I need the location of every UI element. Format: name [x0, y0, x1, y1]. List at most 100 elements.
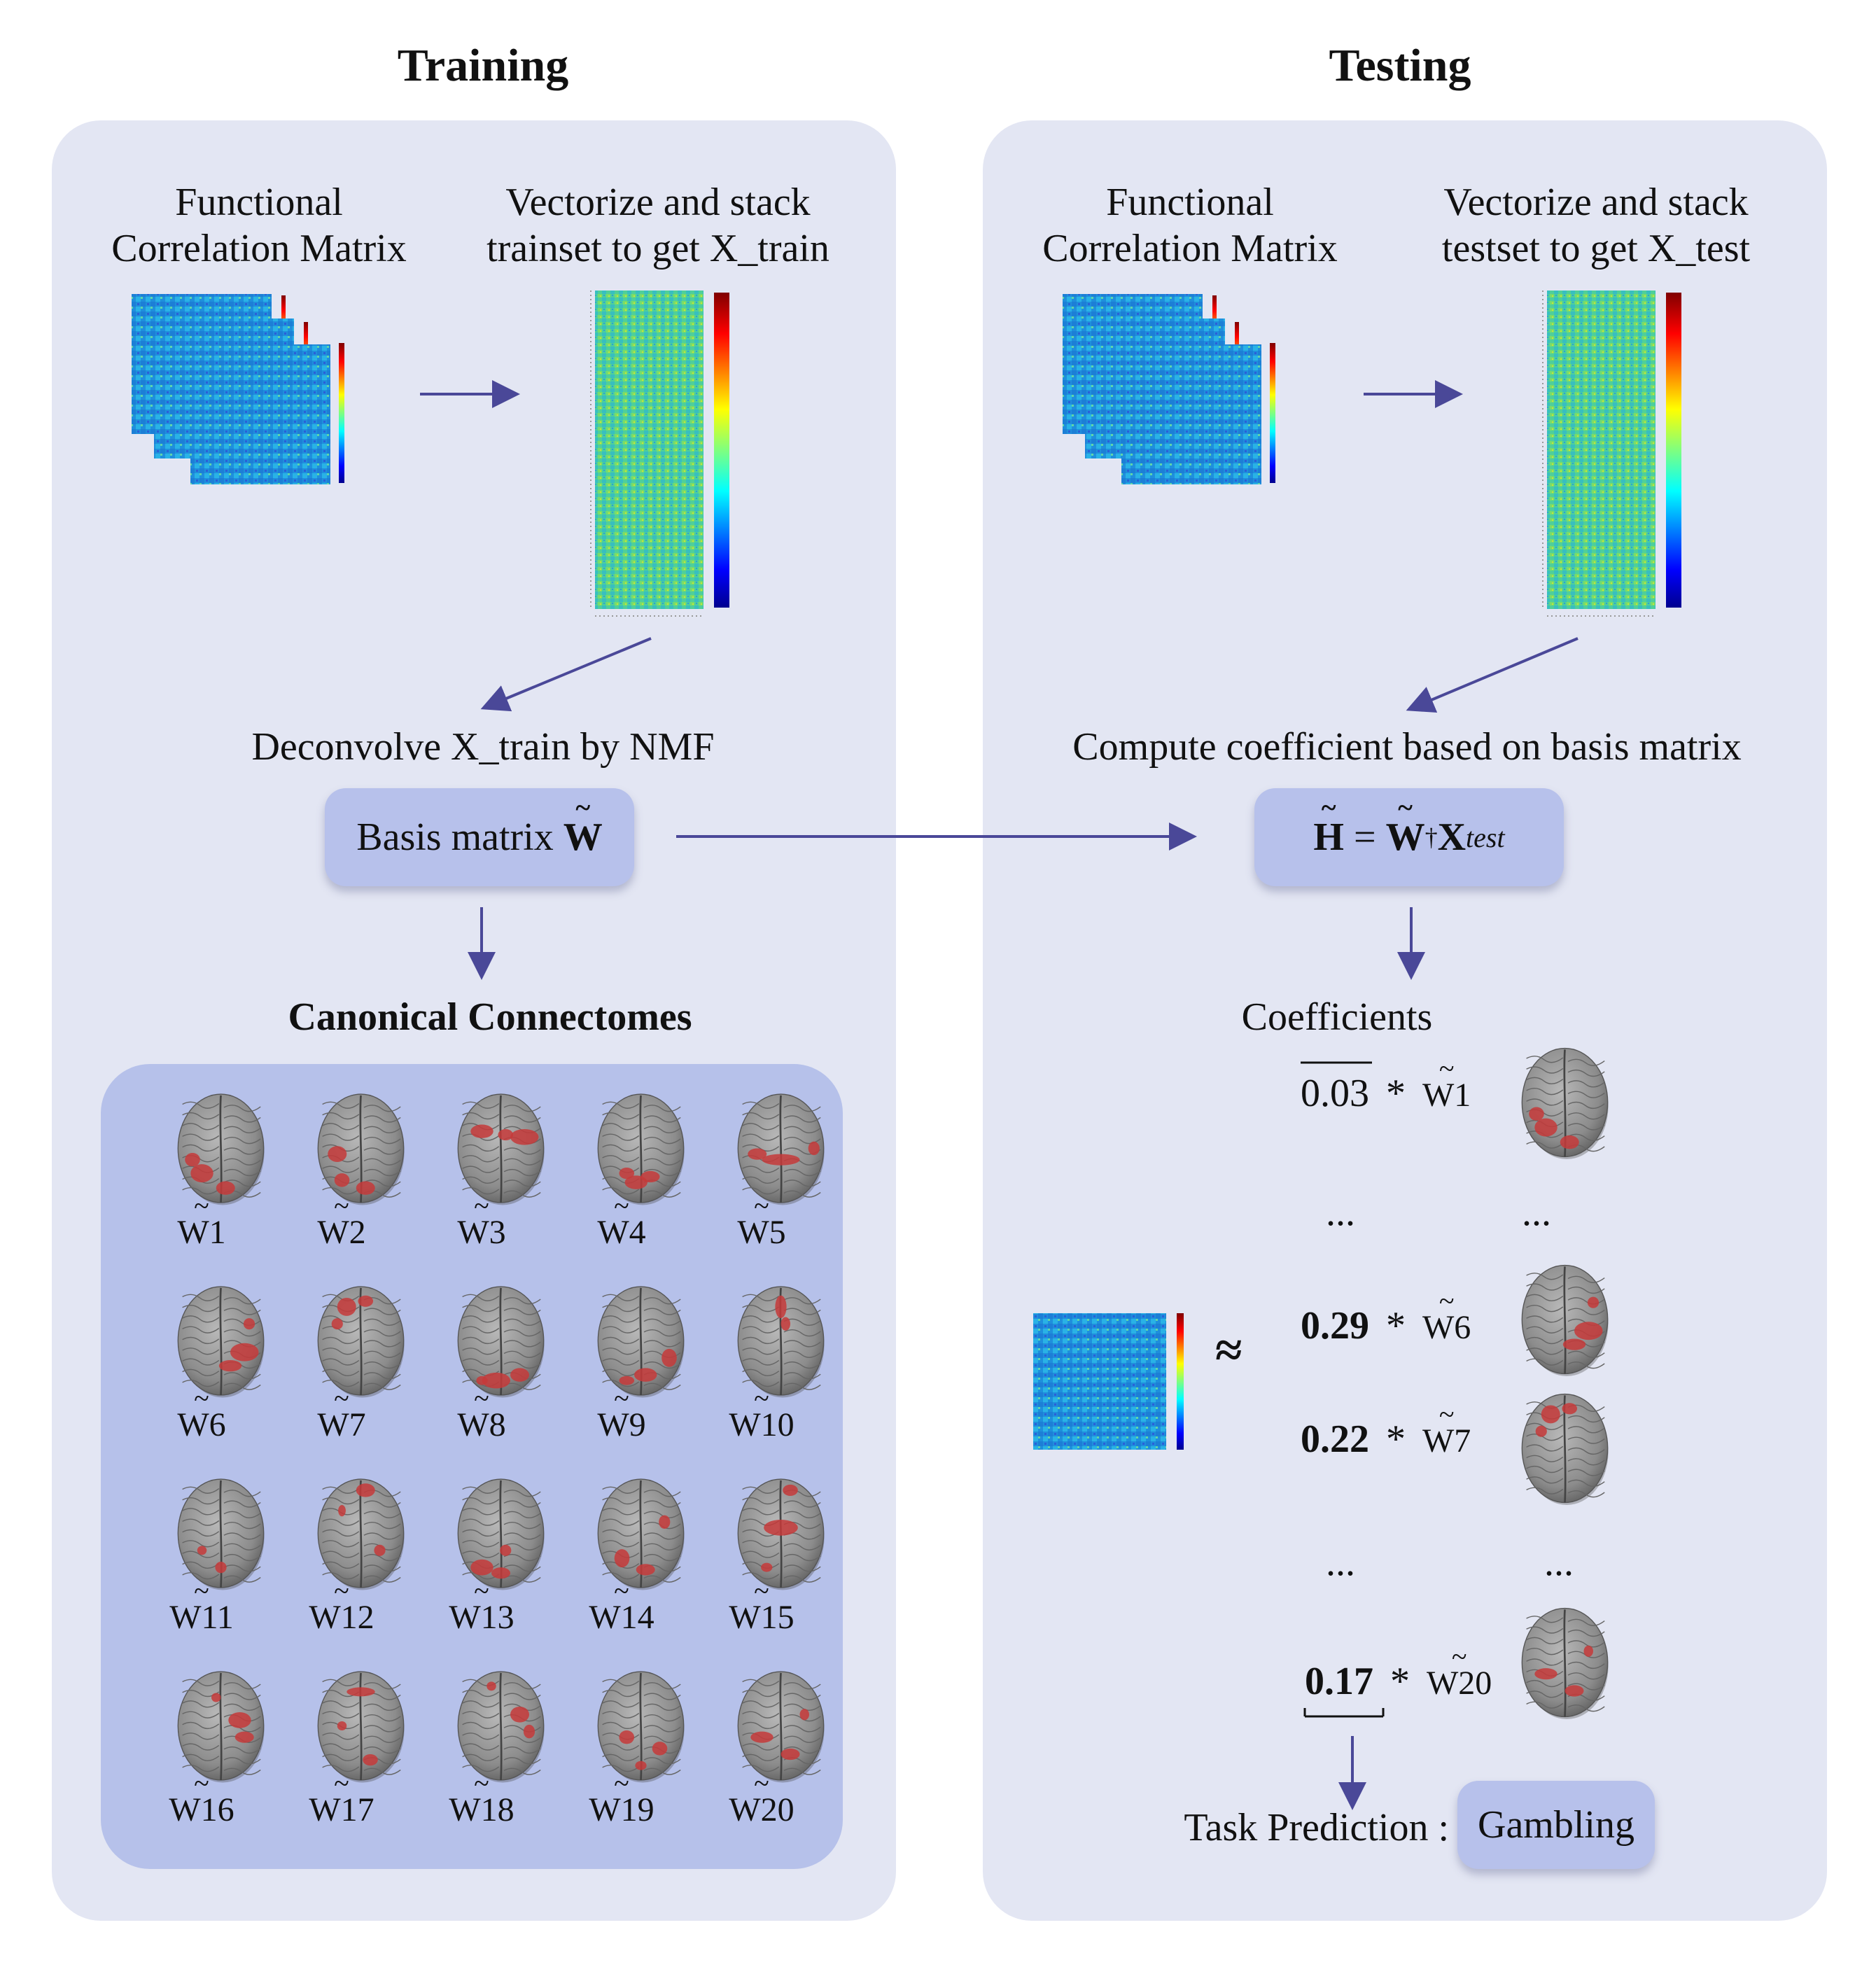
test-vec-label-line1: Vectorize and stack	[1443, 181, 1749, 224]
coefficients-label: Coefficients	[1241, 995, 1433, 1039]
coef-op: *	[1390, 1660, 1410, 1703]
formula-H: H	[1313, 815, 1344, 860]
canonical-connectome-7: W7	[272, 1283, 412, 1465]
canonical-connectome-label: W18	[412, 1791, 552, 1829]
arrow-train-vec-to-nmf	[480, 637, 652, 712]
canonical-connectome-label: W7	[272, 1406, 412, 1444]
train-vectorized-matrix	[590, 290, 729, 617]
canonical-connectome-label: W13	[412, 1598, 552, 1637]
canonical-connectome-label: W5	[692, 1213, 832, 1252]
formula-eq: =	[1343, 816, 1386, 859]
coef-value: 0.03	[1301, 1072, 1369, 1115]
train-fcm-stack	[132, 294, 344, 484]
canonical-connectome-18: W18	[412, 1668, 552, 1850]
train-fcm-label-line2: Correlation Matrix	[111, 227, 407, 270]
test-fcm-label-line2: Correlation Matrix	[1042, 227, 1338, 270]
canonical-connectome-label: W17	[272, 1791, 412, 1829]
approx-symbol: ≈	[1215, 1324, 1242, 1378]
formula-pill: H = W † X test	[1254, 788, 1564, 886]
canonical-connectome-10: W10	[692, 1283, 832, 1465]
coef-basis: W20	[1427, 1664, 1492, 1702]
test-fcm-stack	[1063, 294, 1275, 484]
canonical-connectome-label: W20	[692, 1791, 832, 1829]
canonical-connectome-11: W11	[132, 1476, 272, 1658]
coef-value: 0.17	[1305, 1660, 1373, 1703]
arrow-test-vec-to-compute	[1406, 637, 1578, 713]
coefficient-brain-4	[1518, 1603, 1612, 1726]
canonical-connectome-17: W17	[272, 1668, 412, 1850]
coef-value: 0.22	[1301, 1418, 1369, 1461]
test-vec-label-line2: testset to get X_test	[1441, 227, 1751, 270]
canonical-connectome-9: W9	[552, 1283, 692, 1465]
canonical-connectome-12: W12	[272, 1476, 412, 1658]
test-fcm-label-line1: Functional	[1106, 181, 1274, 224]
coef-row-3: 0.22 * W7	[1301, 1417, 1471, 1462]
basis-W-symbol: W	[564, 815, 603, 860]
canonical-connectome-14: W14	[552, 1476, 692, 1658]
canonical-connectome-19: W19	[552, 1668, 692, 1850]
formula-dagger: †	[1424, 823, 1438, 851]
basis-matrix-text: Basis matrix W	[356, 815, 603, 860]
canonical-connectome-label: W9	[552, 1406, 692, 1444]
canonical-title: Canonical Connectomes	[288, 995, 692, 1039]
coefficient-brain-3	[1518, 1389, 1612, 1511]
basis-matrix-pill: Basis matrix W	[325, 788, 634, 886]
canonical-connectome-label: W2	[272, 1213, 412, 1252]
canonical-connectome-label: W16	[132, 1791, 272, 1829]
canonical-connectome-4: W4	[552, 1091, 692, 1273]
canonical-connectome-label: W8	[412, 1406, 552, 1444]
test-sample-matrix	[1033, 1313, 1184, 1450]
testing-title: Testing	[1329, 40, 1471, 91]
coef-basis: W6	[1422, 1308, 1471, 1347]
deconvolve-label: Deconvolve X_train by NMF	[251, 725, 715, 769]
coef-op: *	[1386, 1072, 1406, 1115]
canonical-connectome-2: W2	[272, 1091, 412, 1273]
canonical-connectome-label: W1	[132, 1213, 272, 1252]
task-prediction-value: Gambling	[1478, 1803, 1634, 1847]
coef-row-1: 0.03 * W1	[1301, 1071, 1471, 1116]
canonical-connectome-15: W15	[692, 1476, 832, 1658]
ellipsis-coef-1: ...	[1326, 1191, 1355, 1234]
canonical-connectome-8: W8	[412, 1283, 552, 1465]
canonical-connectome-label: W11	[132, 1598, 272, 1637]
canonical-connectome-label: W19	[552, 1791, 692, 1829]
canonical-connectome-label: W14	[552, 1598, 692, 1637]
canonical-connectome-label: W10	[692, 1406, 832, 1444]
canonical-connectome-6: W6	[132, 1283, 272, 1465]
task-prediction-label: Task Prediction :	[1184, 1806, 1449, 1849]
coef-basis: W1	[1422, 1076, 1471, 1114]
compute-label: Compute coefficient based on basis matri…	[1072, 725, 1742, 769]
ellipsis-brain-2: ...	[1544, 1541, 1574, 1584]
ellipsis-coef-2: ...	[1326, 1541, 1355, 1584]
coef-row-4: 0.17 * W20	[1305, 1659, 1492, 1704]
canonical-connectome-label: W4	[552, 1213, 692, 1252]
canonical-connectome-label: W15	[692, 1598, 832, 1637]
canonical-connectome-3: W3	[412, 1091, 552, 1273]
coefficient-brain-1	[1518, 1043, 1612, 1166]
coef-row-2: 0.29 * W6	[1301, 1303, 1471, 1348]
coef-op: *	[1386, 1418, 1406, 1461]
coef-value: 0.29	[1301, 1304, 1369, 1348]
formula-X: X	[1437, 816, 1466, 859]
canonical-connectome-grid: W1W2W3W4W5W6W7W8W9W10W11W12W13W14W15W16W…	[101, 1064, 843, 1869]
coef-op: *	[1386, 1304, 1406, 1348]
train-vec-label-line1: Vectorize and stack	[505, 181, 811, 224]
coefficient-brain-2	[1518, 1260, 1612, 1382]
canonical-connectome-label: W12	[272, 1598, 412, 1637]
task-prediction-pill: Gambling	[1457, 1781, 1655, 1869]
canonical-connectome-1: W1	[132, 1091, 272, 1273]
train-fcm-label-line1: Functional	[175, 181, 343, 224]
coef-basis: W7	[1422, 1422, 1471, 1460]
test-vectorized-matrix	[1542, 290, 1681, 617]
canonical-connectome-20: W20	[692, 1668, 832, 1850]
training-title: Training	[397, 40, 569, 91]
canonical-connectome-5: W5	[692, 1091, 832, 1273]
train-vec-label-line2: trainset to get X_train	[486, 227, 830, 270]
canonical-connectome-label: W6	[132, 1406, 272, 1444]
formula-sub: test	[1466, 821, 1505, 853]
canonical-connectome-label: W3	[412, 1213, 552, 1252]
canonical-connectome-13: W13	[412, 1476, 552, 1658]
ellipsis-brain-1: ...	[1522, 1191, 1551, 1234]
canonical-connectome-16: W16	[132, 1668, 272, 1850]
